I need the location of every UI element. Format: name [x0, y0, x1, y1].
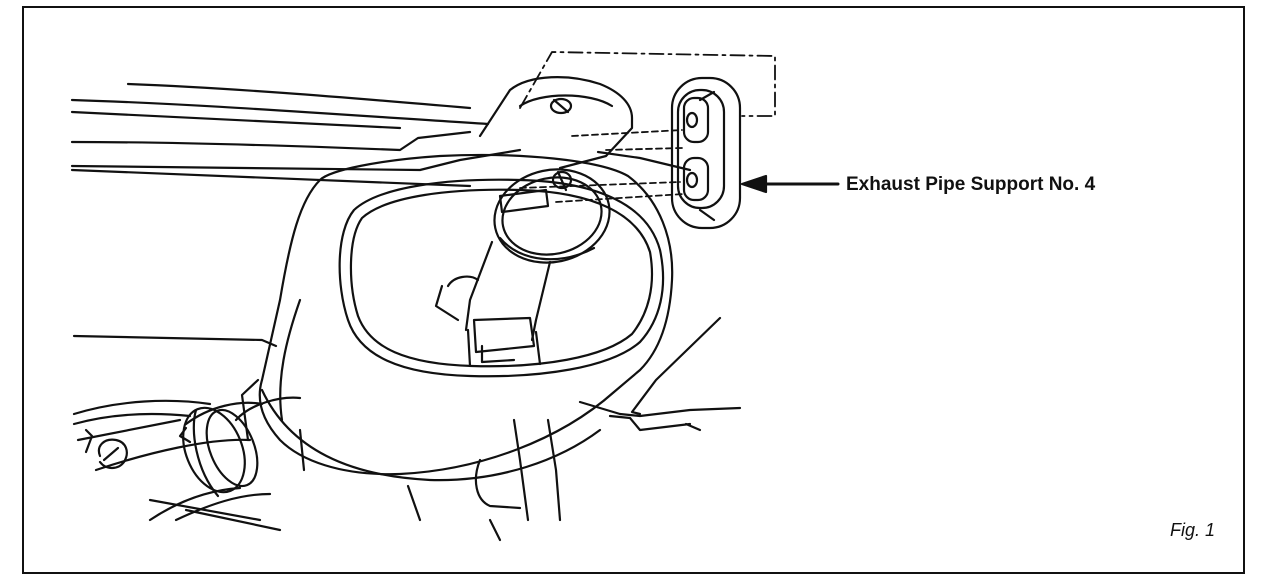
figure-frame [22, 6, 1245, 574]
hanger-pin [498, 170, 573, 214]
phantom-outline [519, 51, 776, 117]
figure-number-label: Fig. 1 [1170, 520, 1216, 540]
rubber-hanger [670, 76, 742, 230]
lower-frame [72, 316, 742, 542]
muffler-body [240, 153, 674, 482]
front-pipe [72, 396, 302, 522]
alignment-lines [519, 129, 685, 203]
body-bracket [478, 76, 634, 170]
tail-pipe [434, 168, 611, 368]
floor-lines [148, 498, 282, 532]
exhaust-pipe-support-label: Exhaust Pipe Support No. 4 [846, 174, 1096, 195]
callout-arrow [740, 174, 840, 194]
